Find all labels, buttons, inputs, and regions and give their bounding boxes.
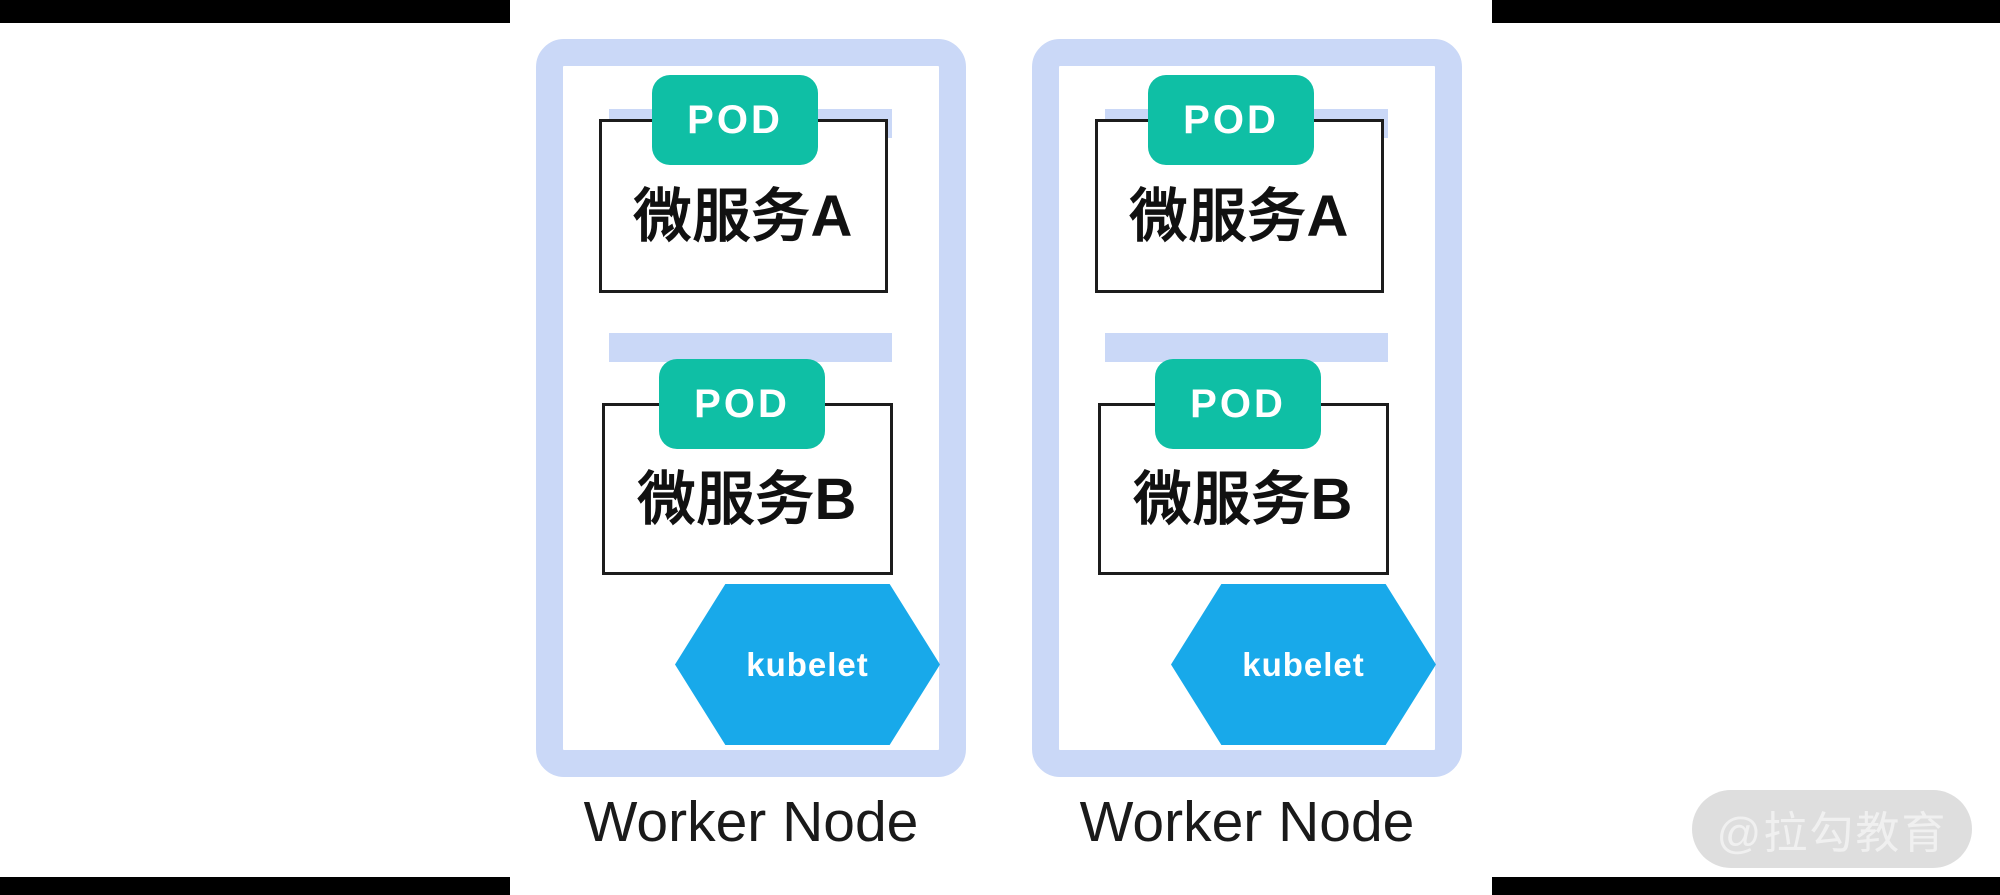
pod-badge: POD (652, 75, 818, 165)
pod-badge: POD (1155, 359, 1321, 449)
microservice-a-label: 微服务A (633, 184, 854, 249)
microservice-b-label: 微服务B (637, 467, 858, 532)
microservice-b-label: 微服务B (1133, 467, 1354, 532)
worker-node-2: 微服务A POD POD 微服务B kubelet Worker Node (1032, 39, 1462, 869)
pod-highlight-strip (609, 333, 892, 362)
pod-badge: POD (1148, 75, 1314, 165)
worker-node-label: Worker Node (1079, 790, 1415, 854)
kubelet-hexagon: kubelet (1171, 584, 1436, 745)
pod-badge: POD (659, 359, 825, 449)
microservice-a-label: 微服务A (1129, 184, 1350, 249)
watermark-badge: @拉勾教育 (1692, 790, 1972, 868)
kubelet-hexagon: kubelet (675, 584, 940, 745)
worker-node-label: Worker Node (583, 790, 919, 854)
pod-highlight-strip (1105, 333, 1388, 362)
worker-node-1: 微服务A POD POD 微服务B kubelet Worker Node (536, 39, 966, 869)
microservice-a-box: 微服务A (599, 119, 888, 293)
